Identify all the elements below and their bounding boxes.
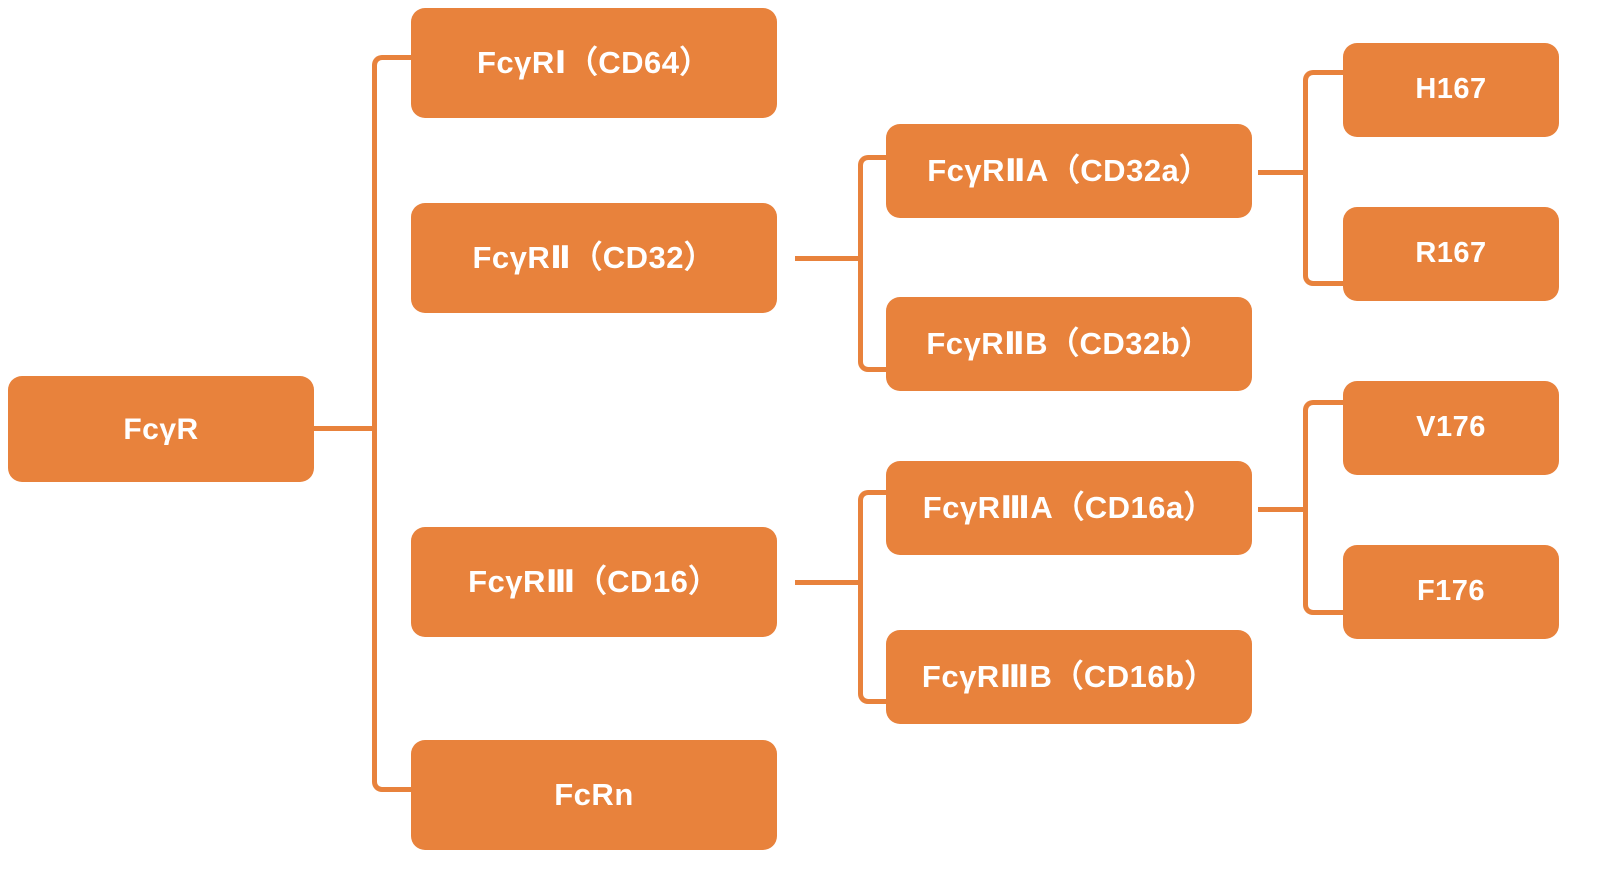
node-fcgr-root[interactable]: FcγR	[8, 376, 314, 482]
node-label: V176	[1416, 411, 1486, 444]
node-label: FcRn	[554, 776, 634, 812]
node-label: FcγRⅢA（CD16a）	[922, 489, 1216, 525]
node-label: FcγRⅡ（CD32）	[472, 239, 716, 275]
bracket-cd32-stem	[795, 256, 860, 261]
bracket-cd32a-to-variants	[1303, 70, 1347, 286]
node-label: FcγRⅢ（CD16）	[468, 563, 720, 599]
node-fcgr3b-cd16b[interactable]: FcγRⅢB（CD16b）	[886, 630, 1252, 724]
bracket-cd16-stem	[795, 580, 860, 585]
bracket-root-stem	[314, 426, 374, 431]
node-label: FcγRⅡB（CD32b）	[926, 325, 1212, 361]
bracket-cd16a-stem	[1258, 507, 1306, 512]
node-variant-f176[interactable]: F176	[1343, 545, 1559, 639]
bracket-cd32a-stem	[1258, 170, 1306, 175]
node-variant-h167[interactable]: H167	[1343, 43, 1559, 137]
node-fcgr2b-cd32b[interactable]: FcγRⅡB（CD32b）	[886, 297, 1252, 391]
node-fcgr3a-cd16a[interactable]: FcγRⅢA（CD16a）	[886, 461, 1252, 555]
bracket-cd16a-to-variants	[1303, 400, 1347, 615]
node-fcgr2-cd32[interactable]: FcγRⅡ（CD32）	[411, 203, 777, 313]
node-variant-v176[interactable]: V176	[1343, 381, 1559, 475]
node-label: R167	[1415, 237, 1487, 270]
node-label: H167	[1415, 73, 1487, 106]
node-label: FcγRⅡA（CD32a）	[927, 152, 1211, 188]
node-label: FcγR	[123, 412, 199, 446]
node-label: F176	[1416, 575, 1486, 608]
node-fcgr2a-cd32a[interactable]: FcγRⅡA（CD32a）	[886, 124, 1252, 218]
node-label: FcγRⅢB（CD16b）	[921, 658, 1217, 694]
node-fcrn[interactable]: FcRn	[411, 740, 777, 850]
node-label: FcγRⅠ（CD64）	[476, 44, 712, 80]
node-variant-r167[interactable]: R167	[1343, 207, 1559, 301]
node-fcgr1-cd64[interactable]: FcγRⅠ（CD64）	[411, 8, 777, 118]
node-fcgr3-cd16[interactable]: FcγRⅢ（CD16）	[411, 527, 777, 637]
bracket-root-to-level2	[372, 55, 412, 792]
